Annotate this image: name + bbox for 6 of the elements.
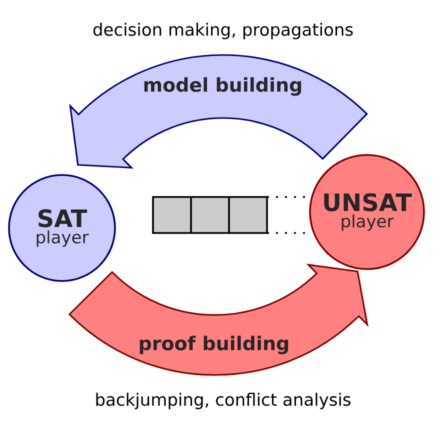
arrow-label: model building [144,77,302,96]
curved-arrow [69,54,368,168]
annotation-text: backjumping, conflict analysis [96,392,350,410]
curved-arrow [68,264,368,376]
annotation-text: decision making, propagations [93,22,353,40]
arrow-label: proof building [140,336,288,354]
